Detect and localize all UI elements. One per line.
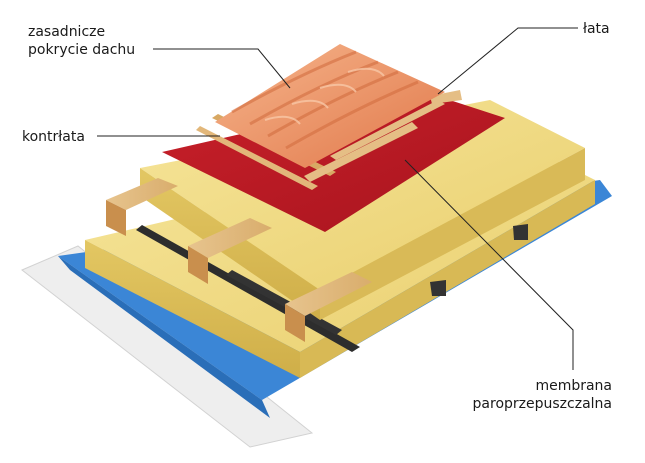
roof-tiles: [215, 44, 445, 168]
leader-line-batten: [437, 27, 578, 95]
rail: [513, 224, 528, 240]
leader-line-membrane: [404, 159, 574, 370]
leader-line-roof-covering: [153, 48, 291, 89]
rafter: [106, 178, 178, 236]
rafter: [285, 272, 372, 342]
insulation-upper-side: [320, 148, 585, 320]
insulation-lower-front: [85, 240, 300, 378]
rafter: [188, 218, 272, 284]
label-membrane-line1: membrana: [535, 378, 612, 394]
label-roof-covering-line1: zasadnicze: [28, 24, 106, 40]
base-board: [21, 245, 314, 448]
batten: [304, 90, 462, 182]
vapor-barrier-edge: [58, 256, 270, 418]
rail: [430, 280, 446, 296]
label-counter-batten: kontrłata: [22, 129, 85, 145]
label-membrane-line2: paroprzepuszczalna: [472, 396, 612, 412]
rail: [226, 270, 342, 335]
label-roof-covering-line2: pokrycie dachu: [28, 42, 136, 58]
label-membrane: membrana paroprzepuszczalna: [464, 377, 612, 413]
label-roof-covering: zasadnicze pokrycie dachu: [28, 23, 135, 59]
label-batten: łata: [583, 21, 610, 37]
